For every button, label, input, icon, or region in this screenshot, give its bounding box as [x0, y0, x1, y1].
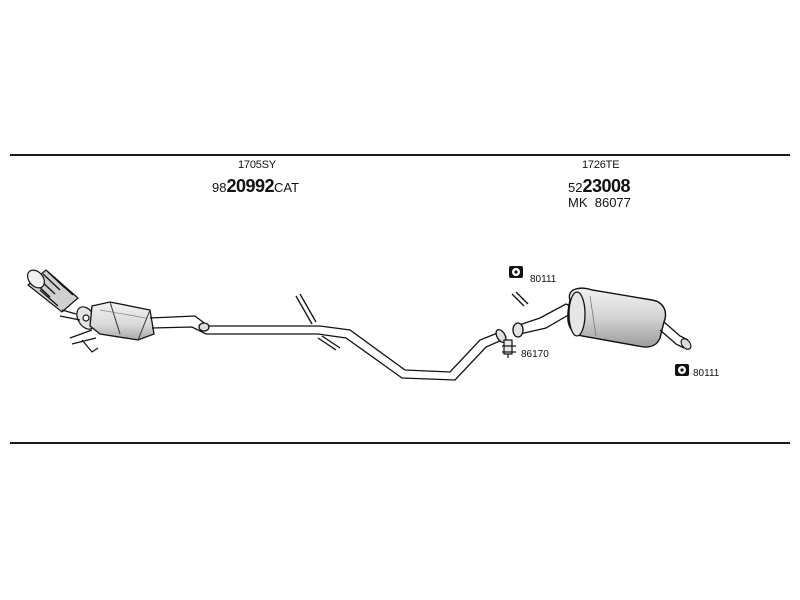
- right-section-kit: MK 86077: [568, 196, 631, 209]
- left-section-part-number: 9820992CAT: [212, 177, 299, 196]
- left-part-suffix: CAT: [274, 180, 300, 195]
- callout-clamp-number: 86170: [521, 349, 549, 360]
- catalytic-converter: [89, 301, 155, 341]
- callout-mount-number: 80111: [530, 274, 557, 285]
- right-section-part-number: 5223008: [568, 176, 631, 196]
- rear-muffler: [567, 287, 692, 350]
- rear-inlet-pipe: [511, 291, 579, 338]
- right-part-number: 23008: [582, 176, 631, 196]
- bottom-separator-line: [10, 442, 790, 444]
- intermediate-pipe: [149, 293, 507, 381]
- kit-number: 86077: [594, 195, 631, 210]
- rubber-mount-icon: [675, 364, 689, 376]
- left-section-ref-code: 1705SY: [238, 159, 276, 171]
- left-part-prefix: 98: [212, 180, 227, 195]
- kit-label: MK: [568, 195, 588, 210]
- top-separator-line: [10, 154, 790, 156]
- right-section-ref-code: 1726TE: [582, 159, 620, 171]
- callout-mount-number: 80111: [693, 368, 720, 379]
- rubber-mount-icon: [509, 266, 523, 278]
- flex-pipe: [27, 269, 79, 313]
- right-part-prefix: 52: [568, 180, 583, 195]
- left-part-number: 20992: [226, 176, 275, 196]
- clamp-part: [502, 339, 516, 358]
